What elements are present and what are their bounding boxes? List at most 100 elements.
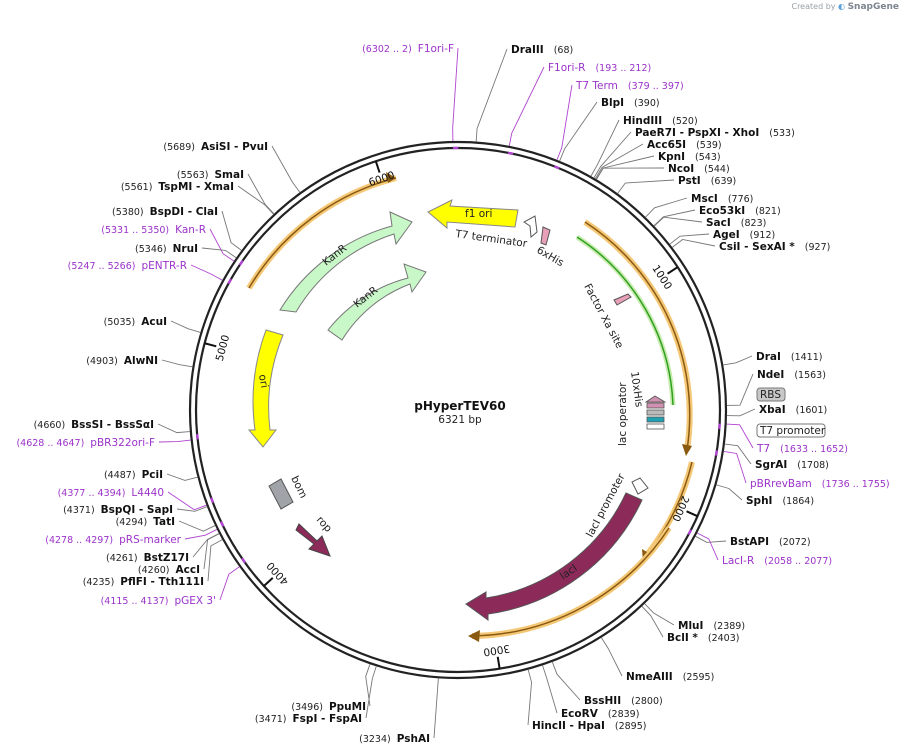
site-label[interactable]: SphI(1864) [746, 495, 814, 507]
primer-label[interactable]: T7(1633 .. 1652) [756, 443, 848, 455]
site-label[interactable]: Acc65I(539) [647, 139, 722, 151]
site-label[interactable]: HincII - HpaI(2895) [532, 720, 646, 732]
site-label[interactable]: SacI(823) [706, 217, 766, 229]
name: NruI [173, 243, 198, 255]
site-label[interactable]: SgrAI(1708) [755, 459, 829, 471]
name: MluI [678, 620, 703, 632]
pre: (5247 .. 5266) [68, 261, 136, 272]
pre: (4903) [86, 356, 118, 367]
laci-promoter-feature [631, 477, 649, 495]
snapgene-credit: Created by ◐ SnapGene [791, 2, 899, 12]
name: SphI [746, 495, 772, 507]
site-label[interactable]: (5689)AsiSI - PvuI [163, 141, 268, 153]
site-leader-line [716, 484, 743, 501]
orf-arrow-right-head [682, 444, 692, 456]
site-leader-line [641, 605, 664, 638]
primer-mark [241, 557, 247, 564]
site-leader-line [201, 247, 237, 259]
site-label[interactable]: (3471)FspI - FspAI [255, 713, 362, 725]
site-label[interactable]: (5035)AcuI [104, 316, 167, 328]
name: pRS-marker [119, 534, 182, 546]
post: (927) [805, 242, 831, 253]
site-leader-line [596, 167, 665, 180]
site-leader-line [726, 408, 756, 417]
name: PaeR7I - PspXI - XhoI [635, 127, 759, 139]
post: (2058 .. 2077) [764, 556, 832, 567]
primer-label[interactable]: (6302 .. 2)F1ori-F [362, 43, 454, 55]
site-label[interactable]: XbaI(1601) [759, 404, 827, 416]
site-label[interactable]: (4294)TatI [116, 516, 175, 528]
name: F1ori-R [548, 62, 585, 74]
primer-label[interactable]: (4115 .. 4137)pGEX 3' [101, 595, 216, 607]
site-label[interactable]: BstAPI(2072) [730, 536, 811, 548]
orf-arc-left-core [248, 177, 397, 289]
site-label[interactable]: (4261)BstZ17I [106, 552, 189, 564]
primer-label[interactable]: (5247 .. 5266)pENTR-R [68, 260, 187, 272]
name: pBR322ori-F [90, 437, 155, 449]
name: BssHII [584, 695, 621, 707]
site-leader-line [645, 197, 688, 218]
post: (1563) [794, 370, 826, 381]
site-label[interactable]: KpnI(543) [658, 151, 721, 163]
post: (520) [672, 116, 698, 127]
site-label[interactable]: (4660)BssSI - BssSαI [34, 419, 154, 431]
site-label[interactable]: (4371)BspQI - SapI [63, 504, 173, 516]
rop-label: rop [314, 514, 335, 535]
name: HindIII [623, 115, 662, 127]
factor-xa-label: Factor Xa site [581, 282, 625, 351]
post: (390) [634, 98, 660, 109]
site-leader-line [653, 209, 696, 227]
site-label[interactable]: MscI(776) [691, 193, 753, 205]
site-label[interactable]: CsiI - SexAI *(927) [719, 241, 830, 253]
site-label[interactable]: BclI *(2403) [667, 632, 739, 644]
site-label[interactable]: (3234)PshAI [359, 733, 430, 745]
site-leader-line [365, 664, 371, 707]
site-label[interactable]: BlpI(390) [601, 97, 660, 109]
site-label[interactable]: (5346)NruI [135, 243, 198, 255]
post: (2595) [683, 672, 715, 683]
site-label[interactable]: NmeAIII(2595) [626, 671, 714, 683]
site-label[interactable]: EcoRV(2839) [561, 708, 639, 720]
primer-label[interactable]: (4278 .. 4297)pRS-marker [45, 534, 181, 546]
site-label[interactable]: (4487)PciI [104, 469, 163, 481]
post: (68) [554, 45, 574, 56]
site-label[interactable]: (5561)TspMI - XmaI [121, 181, 234, 193]
site-label[interactable]: DraI(1411) [756, 351, 822, 363]
site-label[interactable]: NcoI(544) [668, 163, 730, 175]
site-label[interactable]: HindIII (520) [623, 115, 698, 127]
site-label[interactable]: (3496)PpuMI [291, 701, 366, 713]
site-label[interactable]: Eco53kI(821) [699, 205, 781, 217]
site-label[interactable]: PstI(639) [678, 175, 736, 187]
site-label[interactable]: (5563)SmaI [177, 169, 244, 181]
site-leader-line [247, 173, 275, 215]
site-label[interactable]: (5380)BspDI - ClaI [112, 206, 218, 218]
primer-label[interactable]: (5331 .. 5350)Kan-R [101, 224, 206, 236]
primer-label[interactable]: (4628 .. 4647)pBR322ori-F [16, 437, 155, 449]
site-leader-line [433, 678, 439, 739]
tick-label: 5000 [214, 334, 232, 363]
site-leader-line [669, 233, 710, 245]
post: (776) [728, 194, 754, 205]
site-leader-line [726, 423, 754, 449]
site-label[interactable]: NdeI(1563) [757, 369, 826, 381]
site-label[interactable]: (4235)PflFI - Tth111I [83, 576, 204, 588]
tick-mark [496, 656, 501, 669]
site-label[interactable]: (4903)AlwNI [86, 355, 158, 367]
pre: (3496) [291, 702, 323, 713]
primer-label[interactable]: pBRrevBam(1736 .. 1755) [750, 478, 890, 490]
site-label[interactable]: DraIII(68) [511, 44, 573, 56]
rop-feature [295, 523, 331, 557]
primer-label[interactable]: LacI-R(2058 .. 2077) [722, 555, 832, 567]
site-label[interactable]: MluI(2389) [678, 620, 745, 632]
tick-label: 6000 [367, 169, 396, 189]
site-label[interactable]: (4260)AccI [138, 564, 200, 576]
site-label[interactable]: AgeI(912) [713, 229, 775, 241]
site-label[interactable]: BssHII(2800) [584, 695, 663, 707]
lac-operator-label: lac operator [617, 382, 629, 446]
primer-label[interactable]: (4377 .. 4394)L4440 [58, 487, 164, 499]
primer-label[interactable]: T7 Term(379 .. 397) [575, 80, 684, 92]
post: (1601) [796, 405, 828, 416]
primer-label[interactable]: F1ori-R(193 .. 212) [548, 62, 651, 74]
site-label[interactable]: PaeR7I - PspXI - XhoI(533) [635, 127, 795, 139]
plasmid-size: 6321 bp [438, 414, 482, 426]
